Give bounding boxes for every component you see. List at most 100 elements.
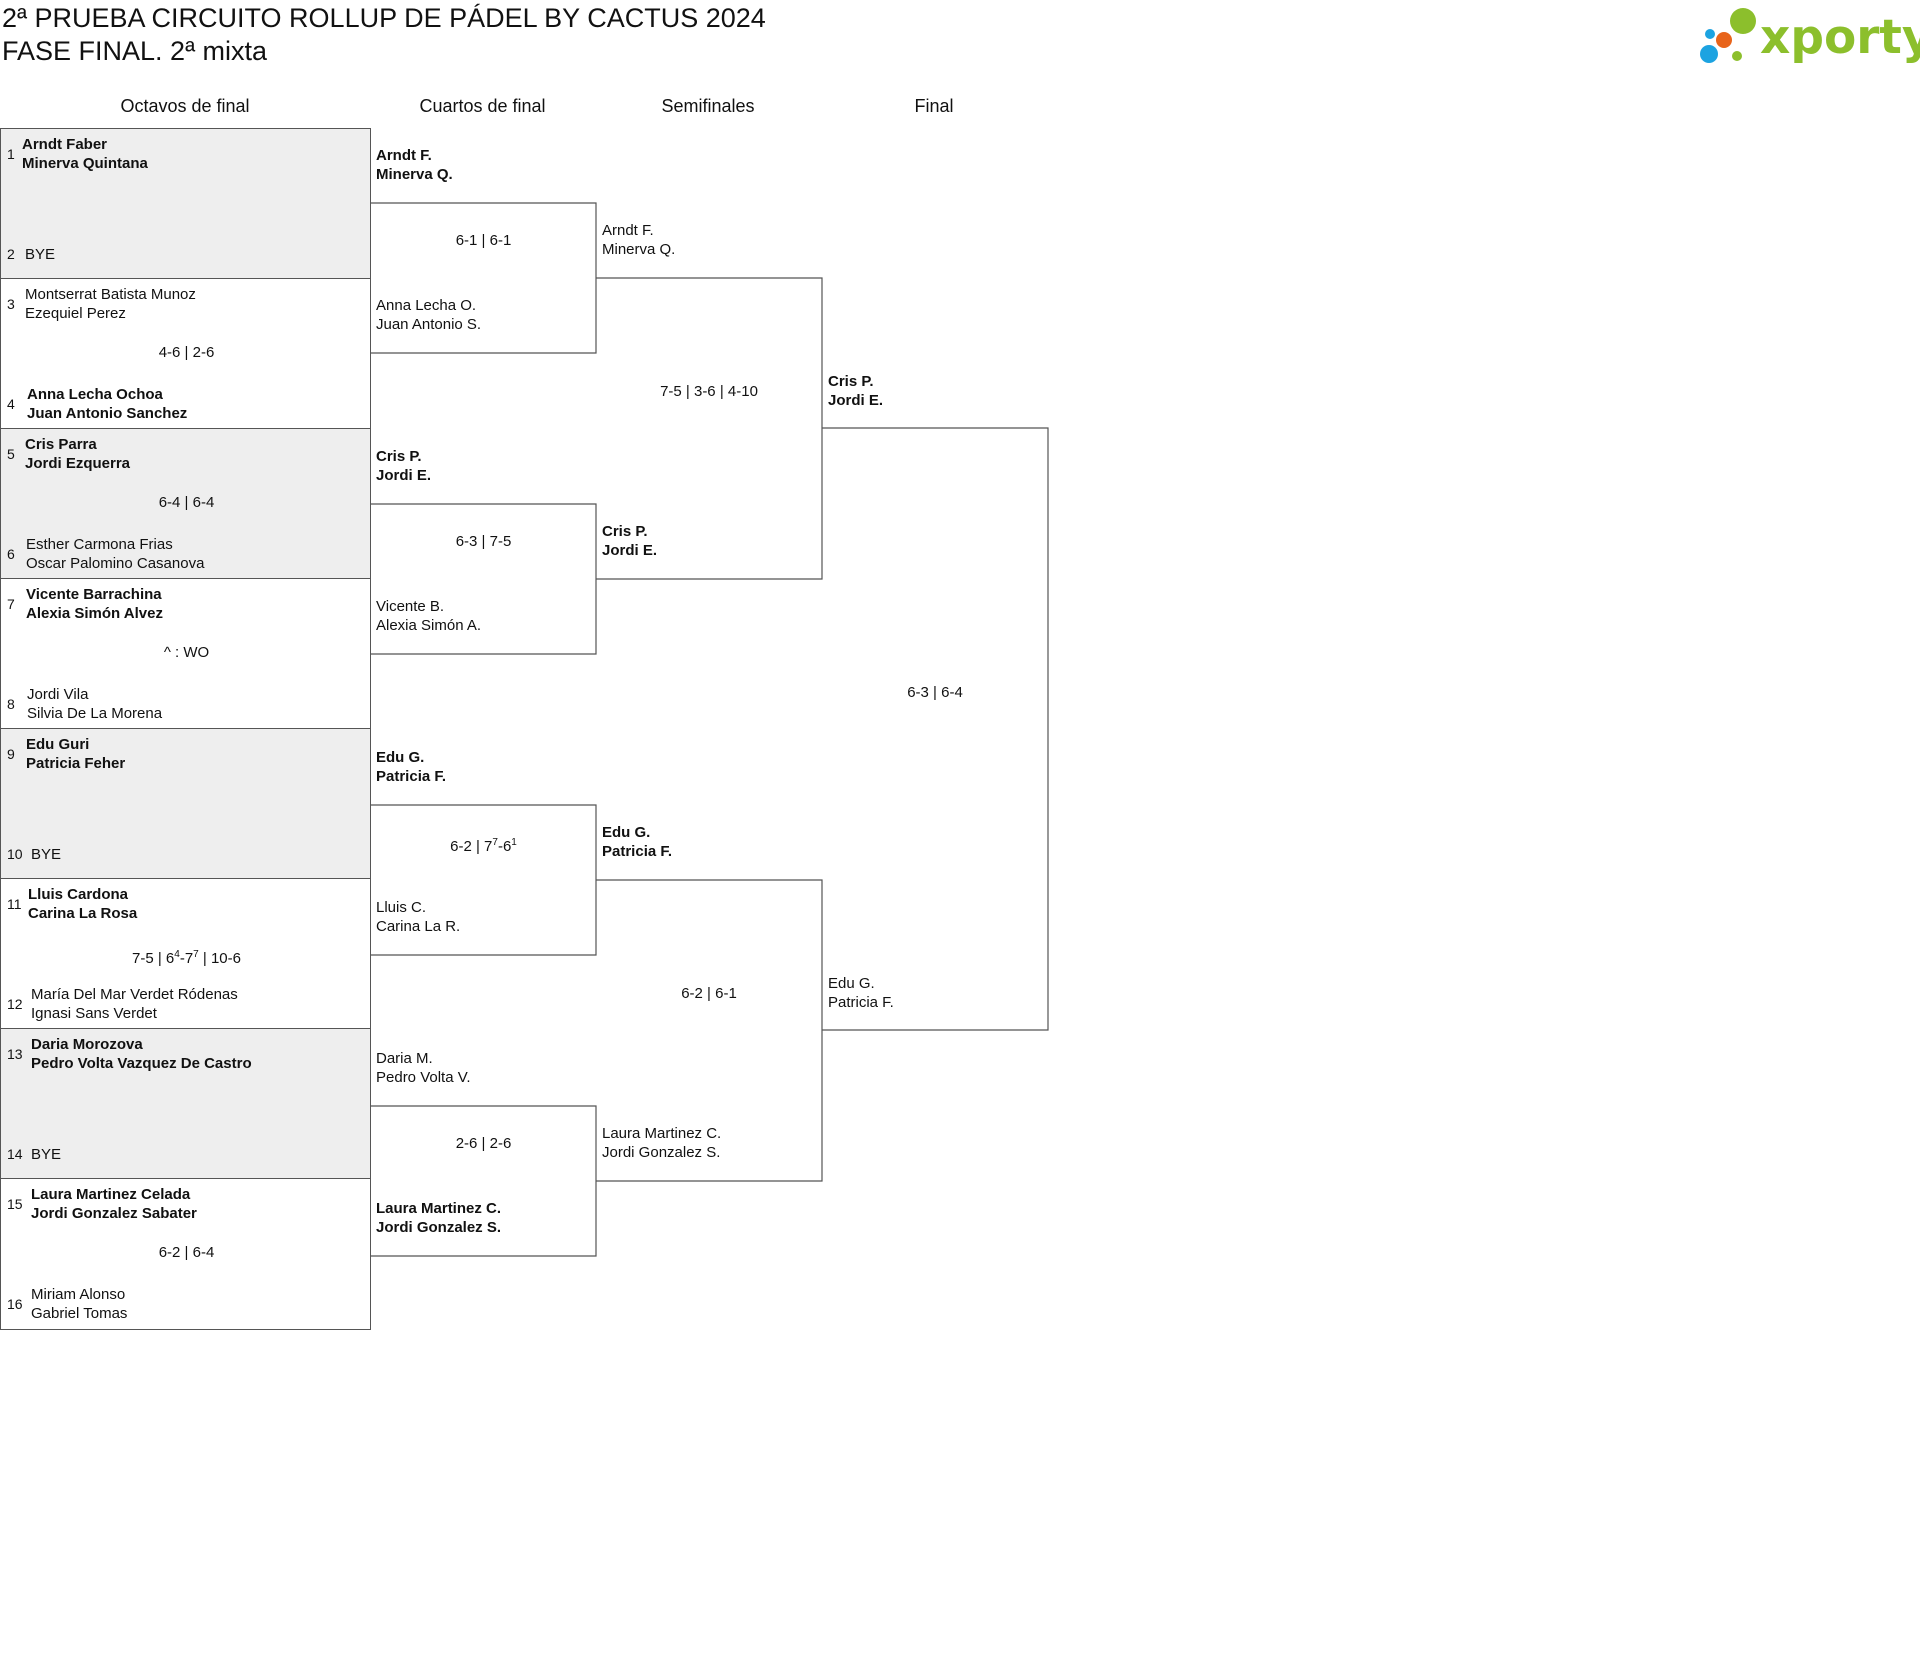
logo-wordmark: xporty: [1760, 10, 1920, 65]
r16-match-5: 9 Edu Guri Patricia Feher 10 BYE: [0, 728, 371, 879]
qf-score-4: 2-6 | 2-6: [455, 1135, 512, 1152]
r16-team-12-player-1: María Del Mar Verdet Ródenas: [31, 986, 238, 1003]
r16-team-1-player-2: Minerva Quintana: [22, 155, 148, 172]
r16-score: 6-4 | 6-4: [158, 494, 215, 511]
r16-match-8: 15 Laura Martinez Celada Jordi Gonzalez …: [0, 1178, 371, 1330]
qf-score-1: 6-1 | 6-1: [455, 232, 512, 249]
qf-team-2-player-1: Anna Lecha O.: [376, 297, 477, 314]
r16-score: ^ : WO: [163, 644, 210, 661]
sf-score-2: 6-2 | 6-1: [681, 985, 737, 1002]
final-score: 6-3 | 6-4: [907, 684, 963, 701]
seed-number: 3: [7, 296, 15, 312]
r16-team-15-player-2: Jordi Gonzalez Sabater: [31, 1205, 197, 1222]
qf-team-3-player-1: Cris P.: [376, 448, 422, 465]
logo-dot-blue-small: [1705, 29, 1715, 39]
qf-team-8-player-1: Laura Martinez C.: [376, 1200, 502, 1217]
logo-dot-orange: [1716, 32, 1732, 48]
seed-number: 5: [7, 446, 15, 462]
r16-team-1-player-1: Arndt Faber: [22, 136, 108, 153]
sf-team-1-player-1: Arndt F.: [602, 222, 654, 239]
final-team-1-player-2: Jordi E.: [828, 392, 884, 409]
qf-team-6-player-1: Lluis C.: [376, 899, 427, 916]
seed-number: 12: [7, 996, 23, 1012]
qf-team-7-player-1: Daria M.: [376, 1050, 433, 1067]
r16-team-10-bye: BYE: [31, 846, 62, 863]
r16-team-6-player-2: Oscar Palomino Casanova: [26, 555, 205, 572]
seed-number: 4: [7, 396, 15, 412]
r16-team-7-player-2: Alexia Simón Alvez: [26, 605, 163, 622]
r16-team-4-player-2: Juan Antonio Sanchez: [27, 405, 188, 422]
r16-team-7-player-1: Vicente Barrachina: [26, 586, 162, 603]
r16-team-12-player-2: Ignasi Sans Verdet: [31, 1005, 157, 1022]
seed-number: 8: [7, 696, 15, 712]
r16-match-7: 13 Daria Morozova Pedro Volta Vazquez De…: [0, 1028, 371, 1179]
r16-match-2: 3 Montserrat Batista Munoz Ezequiel Pere…: [0, 278, 371, 429]
sf-team-2-player-1: Cris P.: [602, 523, 648, 540]
sf-team-3-player-2: Patricia F.: [602, 843, 673, 860]
r16-team-16-player-1: Miriam Alonso: [31, 1286, 126, 1303]
qf-team-7-player-2: Pedro Volta V.: [376, 1069, 471, 1086]
r16-team-3-player-2: Ezequiel Perez: [25, 305, 126, 322]
r16-match-6: 11 Lluis Cardona Carina La Rosa 7-5 | 64…: [0, 878, 371, 1029]
page-subtitle: FASE FINAL. 2ª mixta: [2, 36, 268, 66]
r16-score: 4-6 | 2-6: [158, 344, 215, 361]
qf-team-5-player-1: Edu G.: [376, 749, 425, 766]
seed-number: 7: [7, 596, 15, 612]
qf-team-1-player-2: Minerva Q.: [376, 166, 453, 183]
page-title: 2ª PRUEBA CIRCUITO ROLLUP DE PÁDEL BY CA…: [2, 3, 766, 33]
qf-team-4-player-1: Vicente B.: [376, 598, 445, 615]
r16-team-5-player-2: Jordi Ezquerra: [25, 455, 131, 472]
sf-team-4-player-1: Laura Martinez C.: [602, 1125, 722, 1142]
r16-team-2-bye: BYE: [25, 246, 56, 263]
xporty-logo: xporty: [1700, 8, 1920, 65]
final-team-2-player-2: Patricia F.: [828, 994, 894, 1011]
qf-team-4-player-2: Alexia Simón A.: [376, 617, 482, 634]
qf-score-3: 6-2 | 77-61: [450, 837, 517, 855]
seed-number: 11: [7, 896, 22, 912]
sf-team-3-player-1: Edu G.: [602, 824, 651, 841]
qf-team-5-player-2: Patricia F.: [376, 768, 447, 785]
qf-team-8-player-2: Jordi Gonzalez S.: [376, 1219, 502, 1236]
round-header-r16: Octavos de final: [120, 96, 250, 116]
r16-team-6-player-1: Esther Carmona Frias: [26, 536, 173, 553]
seed-number: 16: [7, 1296, 23, 1312]
r16-team-9-player-1: Edu Guri: [26, 736, 90, 753]
r16-team-11-player-2: Carina La Rosa: [28, 905, 138, 922]
seed-number: 6: [7, 546, 15, 562]
logo-dot-green-large: [1730, 8, 1756, 34]
seed-number: 15: [7, 1196, 23, 1212]
round-header-final: Final: [914, 96, 954, 116]
sf-score-1: 7-5 | 3-6 | 4-10: [660, 383, 758, 400]
r16-team-8-player-1: Jordi Vila: [27, 686, 89, 703]
sf-team-2-player-2: Jordi E.: [602, 542, 658, 559]
seed-number: 13: [7, 1046, 23, 1062]
r16-match-4: 7 Vicente Barrachina Alexia Simón Alvez …: [0, 578, 371, 729]
r16-team-16-player-2: Gabriel Tomas: [31, 1305, 128, 1322]
r16-score: 6-2 | 6-4: [158, 1244, 215, 1261]
sf-team-4-player-2: Jordi Gonzalez S.: [602, 1144, 721, 1161]
seed-number: 9: [7, 746, 15, 762]
qf-team-2-player-2: Juan Antonio S.: [376, 316, 482, 333]
r16-team-15-player-1: Laura Martinez Celada: [31, 1186, 191, 1203]
logo-dot-green-small: [1732, 51, 1742, 61]
r16-team-8-player-2: Silvia De La Morena: [27, 705, 163, 722]
logo-dot-blue-large: [1700, 45, 1718, 63]
r16-team-14-bye: BYE: [31, 1146, 62, 1163]
r16-match-1: 1 Arndt Faber Minerva Quintana 2 BYE: [0, 128, 371, 279]
r16-score: 7-5 | 64-77 | 10-6: [132, 949, 241, 967]
round-header-sf: Semifinales: [661, 96, 755, 116]
r16-team-3-player-1: Montserrat Batista Munoz: [25, 286, 196, 303]
seed-number: 10: [7, 846, 23, 862]
r16-team-5-player-1: Cris Parra: [25, 436, 97, 453]
r16-team-9-player-2: Patricia Feher: [26, 755, 126, 772]
seed-number: 2: [7, 246, 15, 262]
final-team-2-player-1: Edu G.: [828, 975, 875, 992]
qf-team-1-player-1: Arndt F.: [376, 147, 432, 164]
qf-score-2: 6-3 | 7-5: [455, 533, 512, 550]
sf-team-1-player-2: Minerva Q.: [602, 241, 676, 258]
final-connector: [822, 427, 1049, 1031]
qf-team-3-player-2: Jordi E.: [376, 467, 432, 484]
qf-team-6-player-2: Carina La R.: [376, 918, 461, 935]
r16-match-3: 5 Cris Parra Jordi Ezquerra 6-4 | 6-4 6 …: [0, 428, 371, 579]
